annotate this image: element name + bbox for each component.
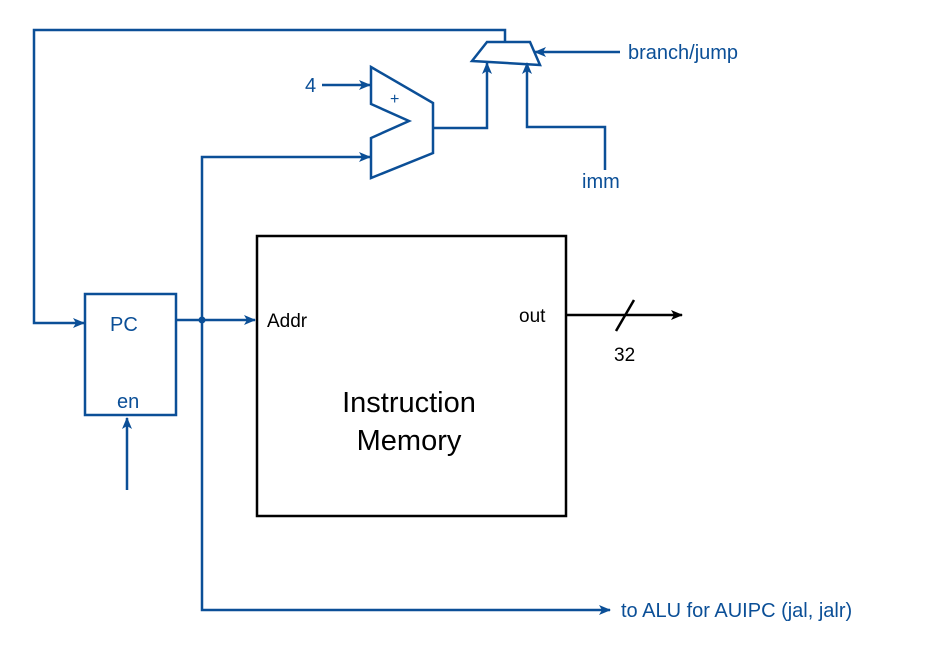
pc-register	[83, 292, 178, 417]
pc-to-adder-wire	[200, 152, 371, 320]
en-label: en	[117, 391, 139, 413]
pc-label: PC	[110, 314, 138, 336]
adder-to-mux-wire	[433, 62, 492, 130]
memory-title-line1: Instruction	[342, 387, 476, 419]
mux-shape	[469, 40, 542, 67]
constant-four-label: 4	[305, 75, 316, 97]
to-alu-label: to ALU for AUIPC (jal, jalr)	[621, 600, 852, 622]
adder-plus-label: +	[390, 91, 399, 108]
memory-title-line2: Memory	[357, 425, 462, 457]
out-label: out	[519, 306, 546, 327]
bus-width-slash	[614, 299, 636, 332]
bus-width-label: 32	[614, 345, 635, 366]
instruction-memory-box	[255, 234, 568, 518]
imm-wire	[522, 62, 607, 170]
pc-to-alu-wire	[200, 320, 611, 615]
addr-label: Addr	[267, 311, 308, 332]
branch-jump-label: branch/jump	[628, 42, 738, 64]
imm-label: imm	[582, 171, 620, 193]
mux-to-pc-wire	[32, 28, 507, 328]
adder-shape	[369, 64, 435, 180]
